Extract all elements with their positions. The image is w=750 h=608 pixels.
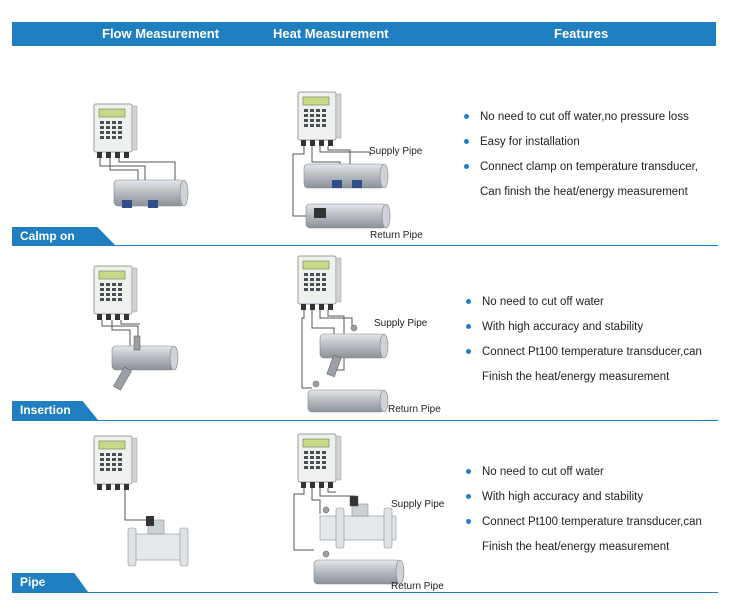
feature-item: No need to cut off water xyxy=(464,465,702,490)
bullet-dot-icon xyxy=(466,299,471,304)
row-divider xyxy=(12,592,718,593)
pipe-icon xyxy=(303,163,391,229)
row1-supply-pipe-label: Supply Pipe xyxy=(369,146,423,157)
feature-item: No need to cut off water xyxy=(464,295,702,320)
bullet-dot-icon xyxy=(466,349,471,354)
flowmeter-device-icon xyxy=(93,265,138,321)
row1-features-list: No need to cut off water,no pressure los… xyxy=(462,110,698,210)
insertion-heat-diagram xyxy=(297,255,389,413)
bullet-dot-icon xyxy=(466,494,471,499)
row3-return-pipe-label: Return Pipe xyxy=(391,581,444,592)
clamp-on-flow-diagram xyxy=(93,103,189,208)
flowmeter-device-icon xyxy=(93,103,138,159)
flowmeter-device-icon xyxy=(297,433,342,489)
tab-calmp-on: Calmp on xyxy=(12,227,116,246)
feature-item: Connect Pt100 temperature transducer,can xyxy=(464,515,702,540)
transducer-icon xyxy=(312,324,358,388)
flowmeter-device-icon xyxy=(93,435,138,491)
pipe-heat-diagram xyxy=(293,433,405,585)
row3-supply-pipe-label: Supply Pipe xyxy=(391,499,445,510)
tab-pipe: Pipe xyxy=(12,573,88,592)
header-flow-measurement: Flow Measurement xyxy=(102,26,220,41)
pipe-icon xyxy=(313,503,405,585)
bullet-dot-icon xyxy=(466,519,471,524)
table-header: Flow Measurement Heat Measurement Featur… xyxy=(12,22,716,46)
bullet-dot-icon xyxy=(464,164,469,169)
row2-supply-pipe-label: Supply Pipe xyxy=(374,318,428,329)
header-heat-measurement: Heat Measurement xyxy=(273,26,389,41)
flowmeter-device-icon xyxy=(297,255,342,311)
header-features: Features xyxy=(554,26,609,41)
transducer-icon xyxy=(122,200,158,208)
bullet-dot-icon xyxy=(466,469,471,474)
feature-item: Connect Pt100 temperature transducer,can xyxy=(464,345,702,370)
pipe-icon xyxy=(113,179,189,207)
row3-features-list: No need to cut off water With high accur… xyxy=(464,465,702,565)
pipe-icon xyxy=(127,519,189,567)
clamp-on-heat-diagram xyxy=(292,91,391,229)
bullet-dot-icon xyxy=(466,324,471,329)
row2-return-pipe-label: Return Pipe xyxy=(388,404,441,415)
pipe-icon xyxy=(307,333,389,413)
row-divider xyxy=(12,420,718,421)
feature-item: No need to cut off water,no pressure los… xyxy=(462,110,698,135)
transducer-icon xyxy=(113,335,141,391)
row2-features-list: No need to cut off water With high accur… xyxy=(464,295,702,395)
feature-item-continued: Finish the heat/energy measurement xyxy=(482,541,670,553)
feature-item: Connect clamp on temperature transducer, xyxy=(462,160,698,185)
pipe-flow-diagram xyxy=(93,435,189,567)
feature-item: With high accuracy and stability xyxy=(464,490,702,515)
flowmeter-device-icon xyxy=(297,91,342,147)
bullet-dot-icon xyxy=(464,139,469,144)
row-divider xyxy=(12,245,718,246)
transducer-icon xyxy=(322,495,359,558)
feature-item: Easy for installation xyxy=(462,135,698,160)
tab-insertion: Insertion xyxy=(12,401,98,420)
bullet-dot-icon xyxy=(464,114,469,119)
row1-return-pipe-label: Return Pipe xyxy=(370,230,423,241)
pipe-icon xyxy=(111,345,179,371)
feature-item: With high accuracy and stability xyxy=(464,320,702,345)
feature-item-continued: Finish the heat/energy measurement xyxy=(482,371,670,383)
feature-item-continued: Can finish the heat/energy measurement xyxy=(480,186,688,198)
transducer-icon xyxy=(314,180,362,218)
transducer-icon xyxy=(146,516,154,526)
insertion-flow-diagram xyxy=(93,265,179,391)
